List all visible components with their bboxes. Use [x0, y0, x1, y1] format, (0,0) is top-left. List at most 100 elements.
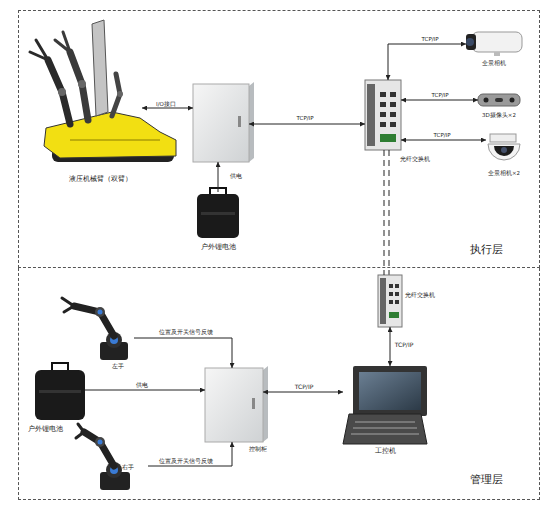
fiber-switch: 光纤交换机 — [378, 275, 402, 327]
hydraulic-arm-art — [58, 88, 66, 96]
hydraulic-arm-art — [48, 60, 70, 124]
master-arm-art — [76, 424, 130, 490]
edge-label: TCP/IP — [422, 36, 439, 42]
battery-case-art — [197, 188, 239, 238]
dome-camera: 全景相机×2 — [486, 133, 522, 167]
master-arm-art — [62, 298, 74, 312]
switch-art — [389, 300, 393, 304]
edge-label: 位置及开关信号反馈 — [159, 458, 213, 464]
node-caption: 户外锂电池 — [201, 244, 236, 251]
battery-case-art — [197, 194, 239, 238]
industrial-pc: 工控机 — [343, 366, 427, 444]
node-caption: 右手 — [122, 464, 134, 471]
switch-art — [380, 112, 386, 117]
fiber-link — [384, 150, 385, 275]
node-caption: 全景相机 — [482, 60, 506, 66]
switch-art — [390, 122, 396, 127]
bullet-camera-art — [466, 32, 522, 56]
battery-case-art — [201, 212, 235, 215]
node-caption: 控制柜 — [249, 446, 267, 453]
cabinet-art — [249, 82, 254, 162]
battery-case: 户外锂电池 — [197, 192, 239, 238]
bullet-camera-art — [472, 32, 522, 52]
edge-label: TCP/IP — [297, 115, 314, 121]
switch-art — [380, 134, 396, 142]
master-arm-art — [98, 310, 103, 315]
control-cabinet — [193, 84, 249, 162]
edge-label: TCP/IP — [432, 92, 449, 98]
bullet-camera-art — [466, 34, 476, 50]
master-arm-art — [62, 298, 128, 360]
switch-art — [380, 92, 386, 97]
connector-arrow — [134, 338, 232, 368]
cabinet-art — [252, 398, 255, 409]
switch-art — [380, 278, 386, 324]
hydraulic-arm-art — [70, 140, 160, 141]
bullet-camera-art — [466, 38, 474, 46]
edge-label: TCP/IP — [295, 384, 314, 391]
cabinet-art — [263, 366, 268, 442]
switch-art — [367, 84, 375, 146]
fiber-line — [389, 150, 390, 275]
master-arm-art — [76, 424, 84, 438]
layer-title: 执行层 — [470, 244, 503, 256]
edge-label: 供电 — [230, 173, 242, 180]
hydraulic-arm-art — [55, 32, 70, 52]
dome-camera-art — [494, 146, 514, 156]
switch-art — [390, 112, 396, 117]
switch-art — [389, 292, 393, 296]
switch-art — [395, 300, 399, 304]
switch-art — [378, 275, 402, 327]
battery-case-art — [210, 188, 226, 194]
hydraulic-arm-art — [117, 91, 123, 97]
hydraulic-arm-art — [44, 112, 176, 158]
switch-art — [378, 275, 402, 327]
node-caption: 全景相机×2 — [488, 170, 520, 176]
node-caption: 光纤交换机 — [400, 156, 430, 163]
switch-art — [390, 102, 396, 107]
node-caption: 左手 — [112, 363, 124, 370]
depth-camera-art — [510, 98, 515, 103]
laptop-art — [343, 366, 427, 444]
hydraulic-arm: 液压机械臂（双臂） — [30, 28, 142, 166]
switch-art — [395, 284, 399, 288]
laptop-art — [353, 427, 417, 429]
edge-label: I/O接口 — [156, 101, 176, 107]
hydraulic-arm-art — [30, 20, 176, 162]
cabinet-art — [193, 82, 254, 162]
dome-camera-art — [488, 134, 520, 160]
battery-case-art — [39, 390, 81, 393]
hydraulic-arm-art — [70, 52, 88, 120]
laptop-art — [359, 372, 421, 410]
connector-arrow — [401, 140, 486, 141]
hydraulic-arm-art — [78, 80, 86, 88]
layer-title: 管理层 — [470, 474, 503, 486]
battery-case: 户外锂电池 — [35, 368, 85, 420]
master-arm-art — [95, 307, 105, 317]
layer-band: 管理层 左手 光纤交换机户外锂电池控制柜 工控机右手 — [18, 268, 540, 500]
switch-art — [395, 292, 399, 296]
switch-art — [365, 80, 401, 150]
dome-camera-art — [490, 134, 516, 142]
connector-arrow — [249, 124, 365, 125]
edge-label: 供电 — [136, 382, 148, 389]
cabinet-art — [205, 366, 268, 442]
layer-band: 执行层 液压机械臂（双臂） 全景相机光纤交换机 3D摄像头×2 全景相机×2 户外锂电池 — [18, 10, 540, 268]
depth-camera-art — [484, 98, 489, 103]
connector-arrow — [388, 44, 466, 80]
connector-arrow — [263, 392, 343, 393]
master-arm: 左手 — [58, 298, 134, 362]
node-caption: 3D摄像头×2 — [482, 112, 516, 118]
connector-arrow — [85, 390, 205, 391]
connector-arrow — [390, 327, 391, 366]
node-caption: 液压机械臂（双臂） — [69, 176, 132, 184]
laptop-art — [343, 414, 427, 444]
cabinet-art — [205, 368, 263, 442]
master-arm-art — [74, 306, 114, 336]
dome-camera-art — [501, 147, 507, 153]
connector-arrow — [142, 108, 193, 109]
edge-label: 位置及开关信号反馈 — [159, 329, 213, 335]
